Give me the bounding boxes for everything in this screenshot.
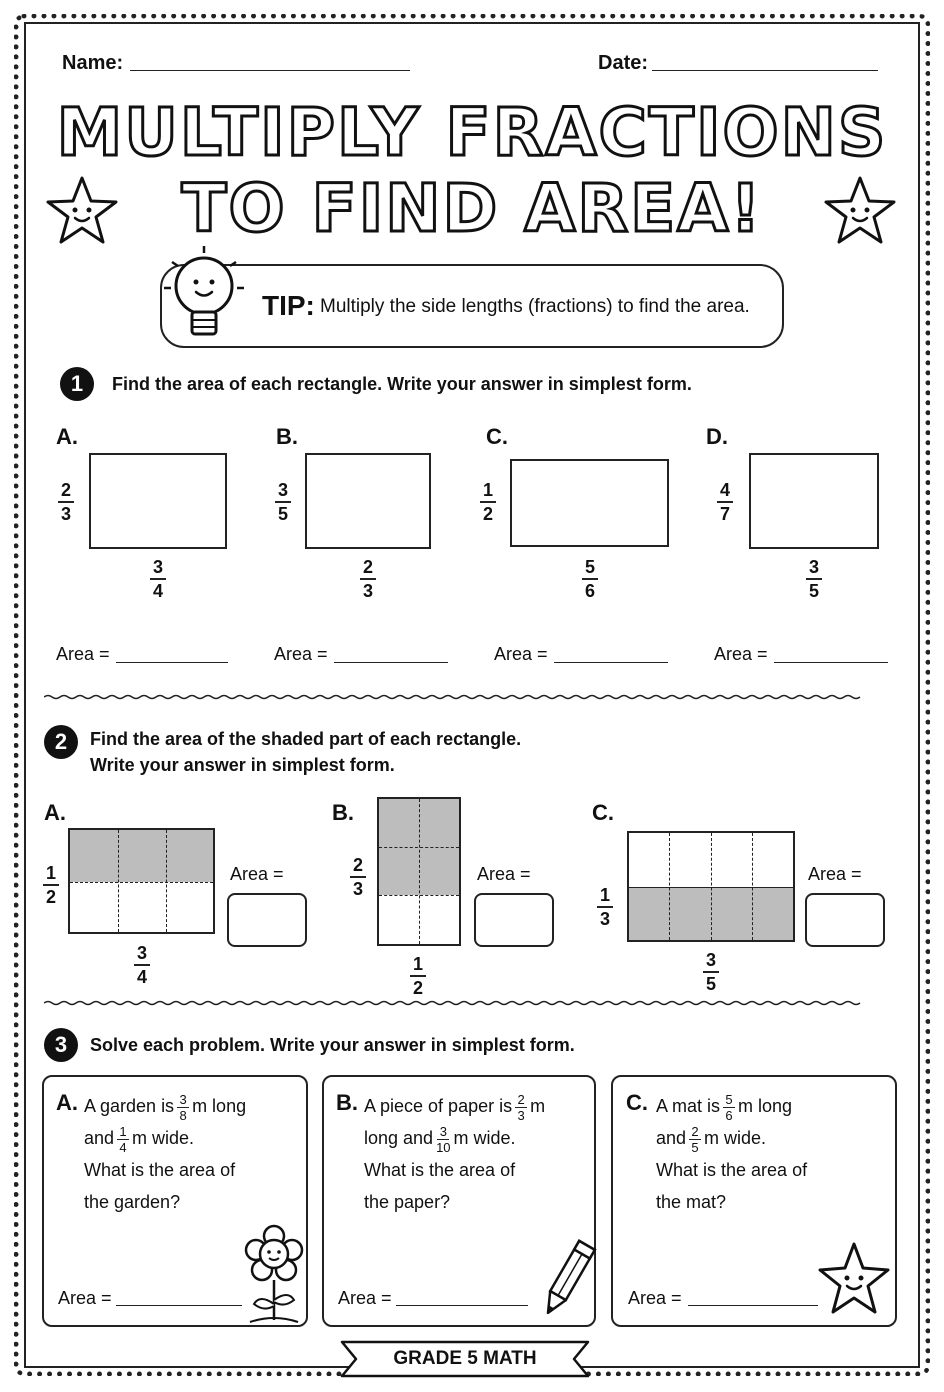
s2-b-answer-box[interactable] (474, 893, 554, 947)
date-field[interactable] (652, 70, 878, 71)
tip-box (160, 264, 784, 348)
s1-letter-d: D. (706, 424, 728, 449)
s3-b-answer-field[interactable] (396, 1305, 528, 1306)
s2-c-area-label: Area = (808, 864, 862, 884)
s3-letter-a: A. (56, 1090, 78, 1115)
s1-d-area-label: Area = (714, 644, 768, 664)
section-1-number: 1 (60, 367, 94, 401)
date-label: Date: (598, 52, 649, 74)
s3-a-area-label: Area = (58, 1288, 112, 1308)
s1-letter-c: C. (486, 424, 508, 449)
s1-a-answer-field[interactable] (116, 662, 228, 663)
section-3-number: 3 (44, 1028, 78, 1062)
tip-label: TIP: (262, 290, 315, 321)
problem-box-b (322, 1075, 596, 1327)
section-2-instruction-1: Find the area of the shaded part of each… (90, 729, 522, 749)
s1-d-answer-field[interactable] (774, 662, 888, 663)
s3-b-area-label: Area = (338, 1288, 392, 1308)
section-2-number: 2 (44, 725, 78, 759)
section-divider (44, 694, 861, 700)
s1-b-answer-field[interactable] (334, 662, 448, 663)
s1-letter-a: A. (56, 424, 78, 449)
s1-rectangle-b (305, 453, 431, 549)
section-3-instruction: Solve each problem. Write your answer in… (90, 1035, 575, 1055)
s2-letter-a: A. (44, 800, 66, 825)
s1-letter-b: B. (276, 424, 298, 449)
s1-rectangle-d (749, 453, 879, 549)
problem-box-c (611, 1075, 897, 1327)
title-line-2: TO FIND AREA! (180, 169, 763, 249)
s1-c-answer-field[interactable] (554, 662, 668, 663)
s1-b-area-label: Area = (274, 644, 328, 664)
s2-letter-c: C. (592, 800, 614, 825)
s2-a-area-label: Area = (230, 864, 284, 884)
s2-grid-c (627, 831, 795, 942)
shaded-region (70, 830, 213, 882)
s1-rectangle-a (89, 453, 227, 549)
star-icon (824, 176, 896, 244)
footer-label: GRADE 5 MATH (393, 1348, 537, 1369)
lightbulb-icon (164, 246, 244, 336)
s3-a-answer-field[interactable] (116, 1305, 242, 1306)
s3-c-area-label: Area = (628, 1288, 682, 1308)
s2-grid-a (68, 828, 215, 934)
tip-text: Multiply the side lengths (fractions) to… (320, 296, 750, 317)
star-icon (46, 176, 118, 244)
s2-a-answer-box[interactable] (227, 893, 307, 947)
s2-c-answer-box[interactable] (805, 893, 885, 947)
s3-letter-b: B. (336, 1090, 358, 1115)
problem-box-a (42, 1075, 308, 1327)
s2-letter-b: B. (332, 800, 354, 825)
section-1-instruction: Find the area of each rectangle. Write y… (112, 374, 692, 394)
title-line-1: MULTIPLY FRACTIONS (55, 93, 888, 173)
section-divider (44, 1000, 861, 1006)
s3-c-answer-field[interactable] (688, 1305, 818, 1306)
section-2-instruction-2: Write your answer in simplest form. (90, 755, 395, 775)
name-field[interactable] (130, 70, 410, 71)
s2-b-area-label: Area = (477, 864, 531, 884)
s1-c-area-label: Area = (494, 644, 548, 664)
footer-banner (340, 1340, 590, 1378)
s3-letter-c: C. (626, 1090, 648, 1115)
s1-rectangle-c (510, 459, 669, 547)
s1-a-area-label: Area = (56, 644, 110, 664)
s2-grid-b (377, 797, 461, 946)
flower-icon (244, 1224, 304, 1323)
star-icon (818, 1242, 890, 1314)
name-label: Name: (62, 52, 124, 74)
pencil-icon (546, 1239, 597, 1315)
